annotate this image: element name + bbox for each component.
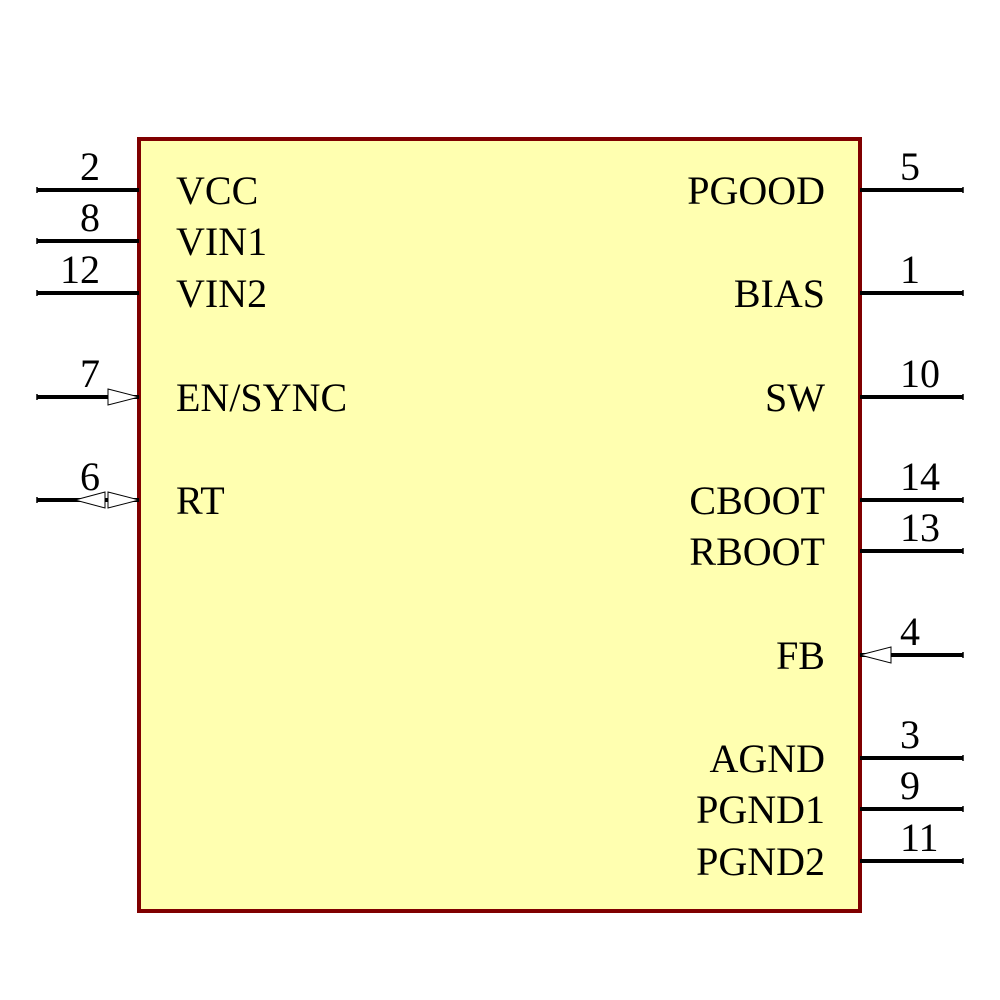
- pin-number: 2: [80, 144, 100, 189]
- pin-name: FB: [776, 633, 825, 678]
- pin-name: VIN2: [176, 271, 267, 316]
- pin-number: 9: [900, 763, 920, 808]
- pin-name: AGND: [709, 736, 825, 781]
- right-pin-group: 5PGOOD1BIAS10SW14CBOOT13RBOOT4FB3AGND9PG…: [687, 144, 964, 884]
- pin-name: RT: [176, 478, 225, 523]
- pin-name: VCC: [176, 168, 258, 213]
- output-arrow-icon: [73, 491, 106, 509]
- pin-number: 13: [900, 505, 940, 550]
- pin-number: 6: [80, 454, 100, 499]
- pin-number: 7: [80, 351, 100, 396]
- pin-name: BIAS: [734, 271, 825, 316]
- pin-name: CBOOT: [689, 478, 825, 523]
- pin-number: 1: [900, 247, 920, 292]
- pin-7[interactable]: 7EN/SYNC: [36, 351, 347, 420]
- pin-name: EN/SYNC: [176, 375, 347, 420]
- pin-name: SW: [765, 375, 825, 420]
- pin-number: 4: [900, 609, 920, 654]
- pin-6[interactable]: 6RT: [36, 454, 225, 523]
- input-arrow-icon: [107, 388, 140, 406]
- pin-number: 11: [900, 815, 939, 860]
- input-arrow-icon: [107, 491, 140, 509]
- pin-number: 8: [80, 195, 100, 240]
- pin-name: VIN1: [176, 219, 267, 264]
- pin-4[interactable]: 4FB: [776, 609, 964, 678]
- pin-number: 5: [900, 144, 920, 189]
- pin-number: 14: [900, 454, 940, 499]
- pin-name: RBOOT: [689, 529, 825, 574]
- pin-name: PGOOD: [687, 168, 825, 213]
- pin-name: PGND2: [696, 839, 825, 884]
- input-arrow-icon: [859, 646, 892, 664]
- component-body[interactable]: [137, 137, 862, 913]
- pin-number: 10: [900, 351, 940, 396]
- pin-number: 3: [900, 712, 920, 757]
- pin-number: 12: [60, 247, 100, 292]
- pin-name: PGND1: [696, 787, 825, 832]
